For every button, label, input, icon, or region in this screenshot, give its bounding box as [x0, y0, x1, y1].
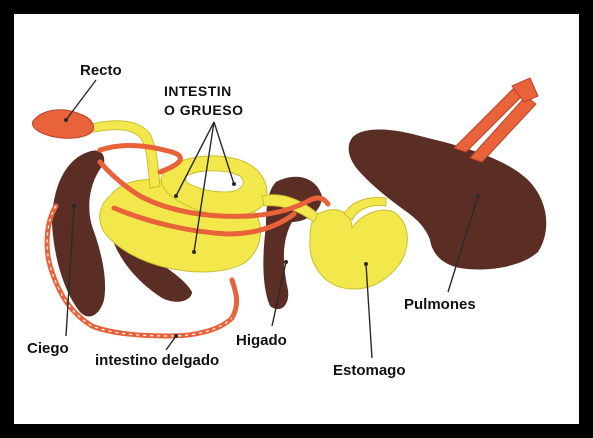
lungs — [348, 77, 547, 270]
pointer-dots — [64, 118, 480, 338]
label-ciego: Ciego — [27, 340, 69, 357]
rectum-tube — [91, 120, 161, 189]
rectum-tip — [31, 109, 94, 139]
pointer-grueso-2 — [193, 121, 215, 253]
label-intestino-delgado: intestino delgado — [95, 352, 220, 369]
dot-grueso-3 — [232, 182, 236, 186]
label-higado: Higado — [236, 332, 287, 349]
trachea-right — [469, 95, 537, 163]
pointer-estomago — [365, 263, 373, 359]
pointer-grueso-1 — [175, 121, 215, 197]
label-recto: Recto — [80, 62, 122, 79]
lung-shape — [348, 129, 547, 270]
esophagus — [343, 197, 387, 221]
label-intestino-grueso-line1: INTESTIN — [164, 83, 232, 99]
dot-pulmones — [476, 194, 480, 198]
small-intestine-upper — [97, 143, 183, 175]
dot-grueso-1 — [174, 194, 178, 198]
pointer-recto — [65, 79, 97, 121]
label-intestino-grueso: INTESTIN O GRUESO — [164, 82, 243, 120]
dot-estomago — [364, 262, 368, 266]
dot-delgado — [174, 334, 178, 338]
colon-inner-loop — [185, 170, 244, 193]
dot-grueso-2 — [192, 250, 196, 254]
stomach-shape — [309, 209, 408, 290]
trachea-top — [511, 77, 539, 103]
pointer-ciego — [65, 205, 75, 337]
pointer-lines — [65, 79, 479, 359]
small-intestine-lower — [111, 205, 297, 237]
stomach — [309, 197, 408, 290]
pointer-delgado — [165, 335, 177, 351]
pointer-pulmones — [447, 195, 479, 293]
dot-ciego — [72, 204, 76, 208]
pointer-grueso-3 — [213, 121, 235, 185]
liver-left-lobe — [52, 150, 106, 317]
small-intestine — [44, 143, 331, 339]
dot-recto — [64, 118, 68, 122]
label-estomago: Estomago — [333, 362, 406, 379]
label-intestino-grueso-line2: O GRUESO — [164, 102, 244, 118]
dot-higado — [284, 260, 288, 264]
label-pulmones: Pulmones — [404, 296, 476, 313]
pointer-higado — [271, 261, 287, 327]
small-intestine-middle — [97, 159, 331, 219]
